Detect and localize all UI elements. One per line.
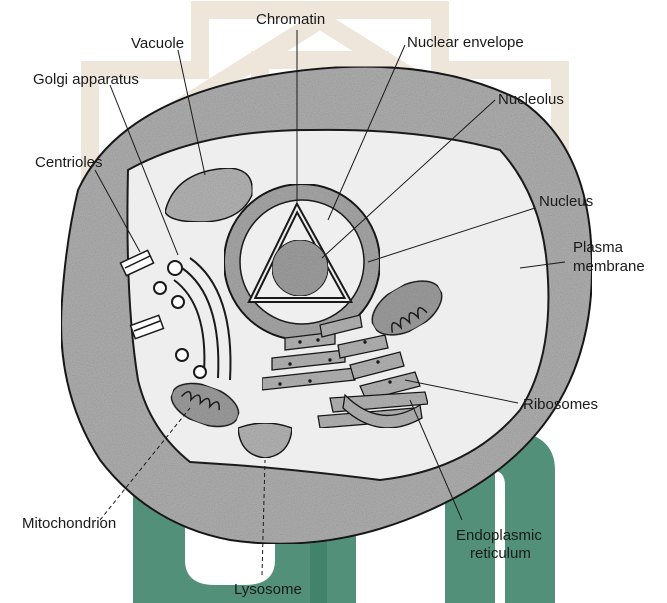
label-mitochondrion: Mitochondrion — [22, 515, 116, 532]
label-nucleolus: Nucleolus — [498, 91, 564, 108]
nucleolus-shape — [272, 240, 328, 296]
label-lysosome: Lysosome — [234, 581, 302, 598]
label-ribosomes: Ribosomes — [523, 396, 598, 413]
label-centrioles: Centrioles — [35, 154, 103, 171]
label-plasma-membrane-1: Plasma — [573, 239, 624, 256]
label-golgi-apparatus: Golgi apparatus — [33, 71, 139, 88]
label-nuclear-envelope: Nuclear envelope — [407, 34, 524, 51]
label-vacuole: Vacuole — [131, 35, 184, 52]
label-endoplasmic-1: Endoplasmic — [456, 527, 542, 544]
label-endoplasmic-2: reticulum — [470, 545, 531, 562]
label-chromatin: Chromatin — [256, 11, 325, 28]
label-plasma-membrane-2: membrane — [573, 258, 645, 275]
label-nucleus: Nucleus — [539, 193, 593, 210]
